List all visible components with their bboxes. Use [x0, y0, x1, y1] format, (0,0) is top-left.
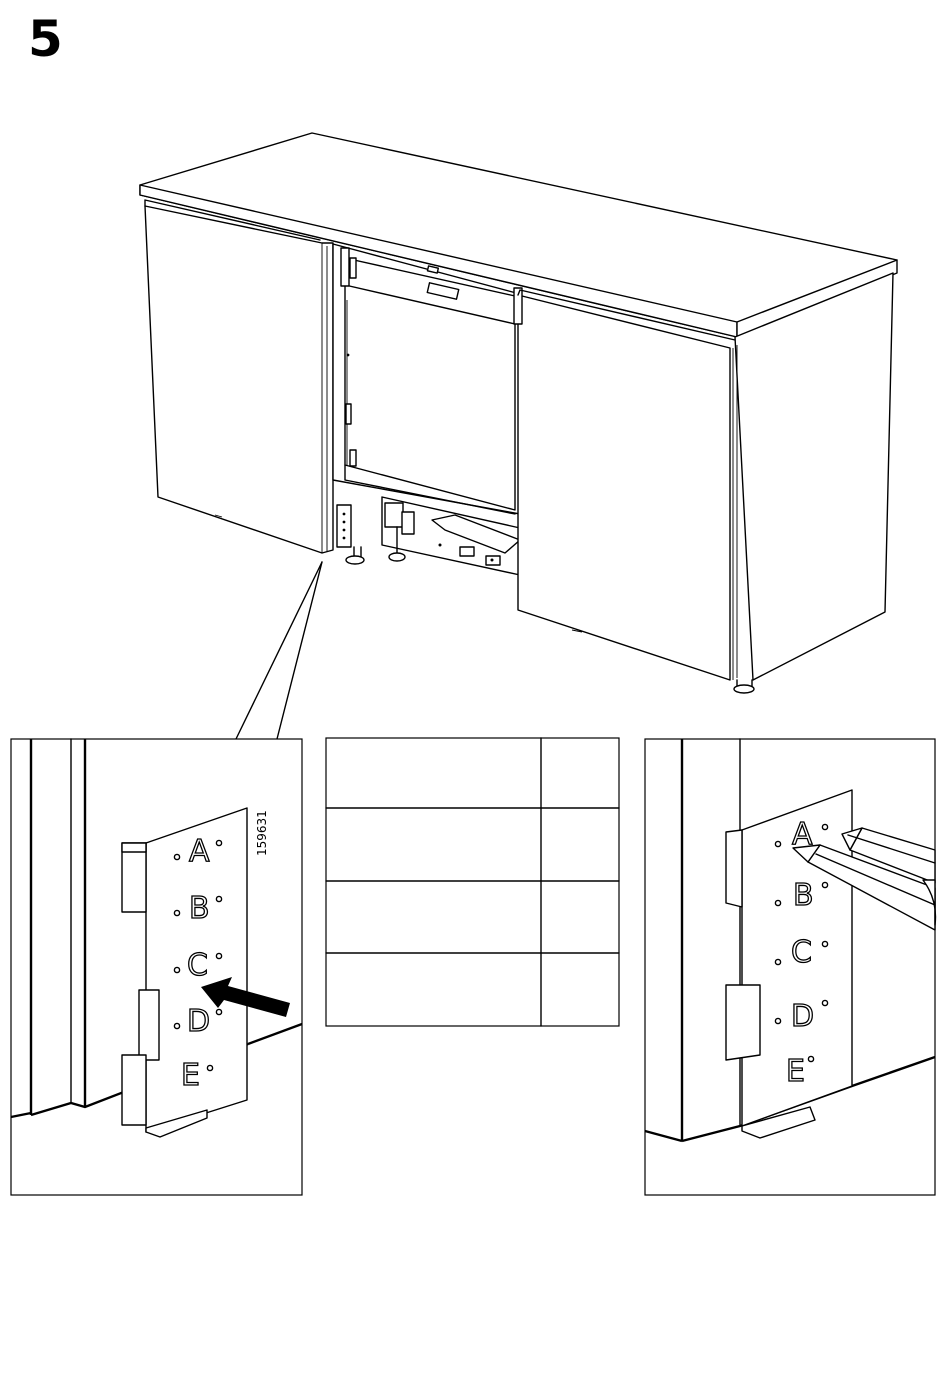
detail-panel-marking: A B C D E [645, 739, 936, 1195]
cabinet-assembly [140, 133, 897, 693]
template-letter-d: D [187, 1004, 210, 1039]
template-letter-a: A [189, 834, 210, 869]
reference-table [326, 738, 619, 1026]
template-part-number: 159631 [255, 810, 269, 856]
marking-letter-d: D [791, 999, 814, 1034]
marking-letter-c: C [791, 935, 812, 970]
detail-panel-template-alignment: A B C D E 159631 [11, 739, 302, 1195]
right-cabinet-door [518, 295, 730, 680]
template-letter-c: C [187, 948, 208, 983]
template-letter-e: E [181, 1058, 200, 1093]
plinth-bracket-left [337, 505, 351, 547]
template-letter-b: B [189, 891, 210, 926]
callout-line-left [236, 562, 322, 739]
left-cabinet [145, 206, 333, 553]
marking-letter-e: E [786, 1054, 805, 1089]
marking-letter-b: B [793, 878, 814, 913]
callout-line-right [277, 562, 322, 739]
right-cabinet-side [735, 273, 893, 680]
